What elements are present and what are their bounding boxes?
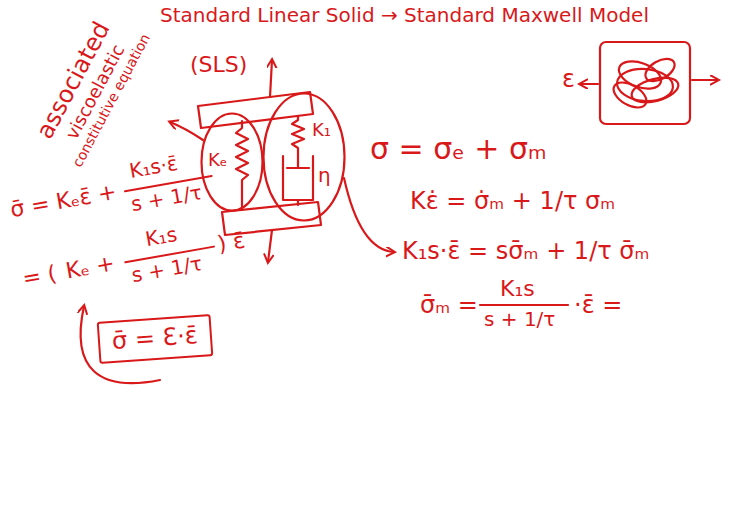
handwritten-note: s + 1/τ	[484, 308, 555, 331]
handwritten-note: K₁s·ε̄ = sσ̄ₘ + 1/τ σ̄ₘ	[402, 238, 649, 266]
handwritten-note: σ̄ = Kₑε̄ +	[8, 179, 118, 223]
maxwell-branch-ellipse: K₁ η	[262, 92, 346, 222]
handwritten-note: σ = σₑ + σₘ	[370, 132, 547, 167]
handwritten-note: ) ε̄	[215, 227, 246, 257]
title-text: Standard Linear Solid → Standard Maxwell…	[160, 4, 649, 27]
handwritten-note: s + 1/τ	[129, 181, 203, 216]
boxed-equation: σ̄ = Ɛ·ε̄	[97, 314, 214, 364]
rotated-note: associatedviscoelasticconstitutive equat…	[19, 0, 160, 184]
handwritten-note: ε	[562, 66, 575, 94]
node-label: K₁	[312, 120, 331, 141]
handwritten-note: (SLS)	[190, 52, 247, 77]
node-label: η	[318, 164, 331, 187]
ellipse-outline	[262, 92, 346, 222]
spring-branch-ellipse: Kₑ	[200, 112, 264, 212]
handwritten-note: σ̄ₘ =	[420, 292, 478, 320]
handwritten-note: ·ε̄ =	[574, 292, 622, 320]
handwritten-note: s + 1/τ	[130, 252, 204, 287]
handwritten-note: K₁s	[500, 276, 535, 301]
handwritten-note: K₁s	[144, 223, 179, 251]
handwritten-note: K₁s·ε̄	[128, 152, 180, 183]
handwritten-note: Kε̇ = σ̇ₘ + 1/τ σₘ	[410, 188, 615, 216]
handwritten-note: Kₑ +	[64, 250, 117, 283]
node-label: σ̄ = Ɛ·ε̄	[111, 322, 199, 356]
handwritten-note: = (	[20, 261, 58, 292]
node-label: Kₑ	[208, 150, 227, 171]
